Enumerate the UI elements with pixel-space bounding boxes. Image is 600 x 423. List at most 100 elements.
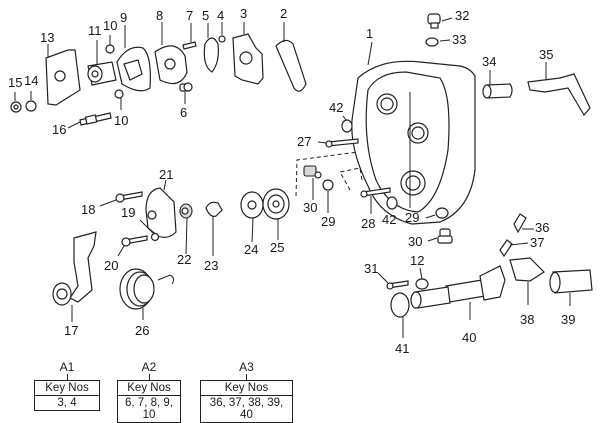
leader-33 bbox=[439, 39, 451, 42]
callout-17: 17 bbox=[64, 323, 78, 338]
callout-25: 25 bbox=[270, 240, 284, 255]
part-34-sleeve bbox=[482, 83, 513, 99]
leader-1 bbox=[367, 41, 373, 66]
key-table-values: 3, 4 bbox=[57, 397, 77, 409]
part-32-plug bbox=[427, 13, 441, 29]
part-26-spring bbox=[119, 268, 175, 310]
part-37-spring bbox=[499, 239, 513, 258]
callout-16: 16 bbox=[52, 122, 66, 137]
key-table-label: A2 bbox=[141, 360, 157, 374]
callout-11: 11 bbox=[88, 23, 102, 38]
key-table-a2: A2 Key Nos 6, 7, 8, 9, 10 bbox=[117, 361, 181, 423]
callout-14: 14 bbox=[24, 73, 38, 88]
leader-42-top bbox=[342, 115, 347, 121]
part-1-housing bbox=[351, 60, 476, 225]
callout-42-top: 42 bbox=[329, 100, 343, 115]
callout-29-left: 29 bbox=[321, 214, 335, 229]
callout-6: 6 bbox=[180, 105, 187, 120]
leader-31 bbox=[377, 272, 389, 284]
leader-24 bbox=[251, 217, 254, 243]
part-21-flange bbox=[145, 187, 177, 238]
key-table-label: A3 bbox=[239, 360, 254, 374]
part-38-bracket bbox=[509, 257, 545, 282]
callout-3: 3 bbox=[240, 6, 247, 21]
key-table-a3: A3 Key Nos 36, 37, 38, 39, 40 bbox=[200, 361, 293, 423]
part-8-disc bbox=[154, 45, 188, 85]
part-29-washer-left bbox=[322, 179, 334, 191]
part-28-head bbox=[360, 190, 368, 198]
part-10-nut-top bbox=[105, 44, 115, 54]
callout-36: 36 bbox=[535, 220, 549, 235]
callout-22: 22 bbox=[177, 252, 191, 267]
callout-5: 5 bbox=[202, 8, 209, 23]
callout-4: 4 bbox=[217, 8, 224, 23]
part-39-sleeve bbox=[549, 269, 593, 294]
key-table-box: Key Nos 3, 4 bbox=[34, 380, 100, 411]
assembly-line-2 bbox=[339, 167, 363, 191]
leader-12 bbox=[419, 267, 423, 280]
callout-34: 34 bbox=[482, 54, 496, 69]
callout-40: 40 bbox=[462, 330, 476, 345]
callout-9: 9 bbox=[120, 10, 127, 25]
part-15-nut bbox=[10, 101, 22, 113]
callout-30-right: 30 bbox=[408, 234, 422, 249]
part-42-washer-top bbox=[341, 119, 353, 133]
leader-32 bbox=[441, 17, 453, 22]
callout-1: 1 bbox=[366, 26, 373, 41]
leader-37 bbox=[509, 242, 529, 246]
key-table-label: A1 bbox=[59, 360, 75, 374]
key-table-header: Key Nos bbox=[35, 381, 99, 396]
key-table-header: Key Nos bbox=[118, 381, 180, 396]
key-table-tick bbox=[148, 374, 150, 380]
part-33-washer bbox=[425, 37, 439, 47]
part-6-stud bbox=[179, 82, 193, 92]
part-29-washer-right bbox=[435, 207, 449, 219]
part-40-shaft bbox=[410, 265, 506, 309]
part-24-bearing bbox=[240, 191, 264, 219]
key-table-tick bbox=[66, 374, 68, 380]
callout-18: 18 bbox=[81, 202, 95, 217]
callout-24: 24 bbox=[244, 242, 258, 257]
callout-33: 33 bbox=[452, 32, 466, 47]
leader-22 bbox=[185, 217, 188, 255]
callout-19: 19 bbox=[121, 205, 135, 220]
callout-26: 26 bbox=[135, 323, 149, 338]
callout-7: 7 bbox=[186, 8, 193, 23]
leader-20 bbox=[117, 245, 125, 257]
callout-8: 8 bbox=[156, 8, 163, 23]
part-4-nut bbox=[218, 35, 226, 43]
key-table-header: Key Nos bbox=[201, 381, 292, 396]
leader-16 bbox=[67, 121, 81, 129]
callout-30-left: 30 bbox=[303, 200, 317, 215]
callout-35: 35 bbox=[539, 47, 553, 62]
callout-31: 31 bbox=[364, 261, 378, 276]
part-31-screw bbox=[386, 280, 409, 290]
callout-13: 13 bbox=[40, 30, 54, 45]
part-42-washer-bottom bbox=[386, 196, 398, 210]
part-10-nut-bottom bbox=[114, 89, 124, 99]
part-9-cutout bbox=[123, 59, 143, 81]
part-16-screw bbox=[79, 112, 112, 126]
part-20-bolt bbox=[121, 235, 148, 247]
part-25-pulley bbox=[262, 188, 290, 220]
callout-41: 41 bbox=[395, 341, 409, 356]
part-2-lever bbox=[275, 39, 307, 92]
part-18-bolt bbox=[115, 191, 143, 203]
part-5-clip bbox=[203, 37, 219, 73]
part-30-fitting-left bbox=[303, 165, 322, 179]
callout-32: 32 bbox=[455, 8, 469, 23]
part-21-hole bbox=[147, 210, 157, 220]
part-17-fork-arm bbox=[52, 231, 97, 306]
part-41-o-ring bbox=[390, 292, 410, 318]
part-3-hole bbox=[239, 51, 253, 65]
part-23-tab-washer bbox=[205, 201, 223, 217]
key-table-tick bbox=[246, 374, 247, 380]
key-table-values: 6, 7, 8, 9, 10 bbox=[125, 397, 173, 421]
callout-23: 23 bbox=[204, 258, 218, 273]
part-19-washer bbox=[150, 232, 160, 242]
part-11-bushing bbox=[87, 61, 117, 86]
callout-28: 28 bbox=[361, 216, 375, 231]
callout-15: 15 bbox=[8, 75, 22, 90]
leader-18 bbox=[99, 199, 117, 207]
